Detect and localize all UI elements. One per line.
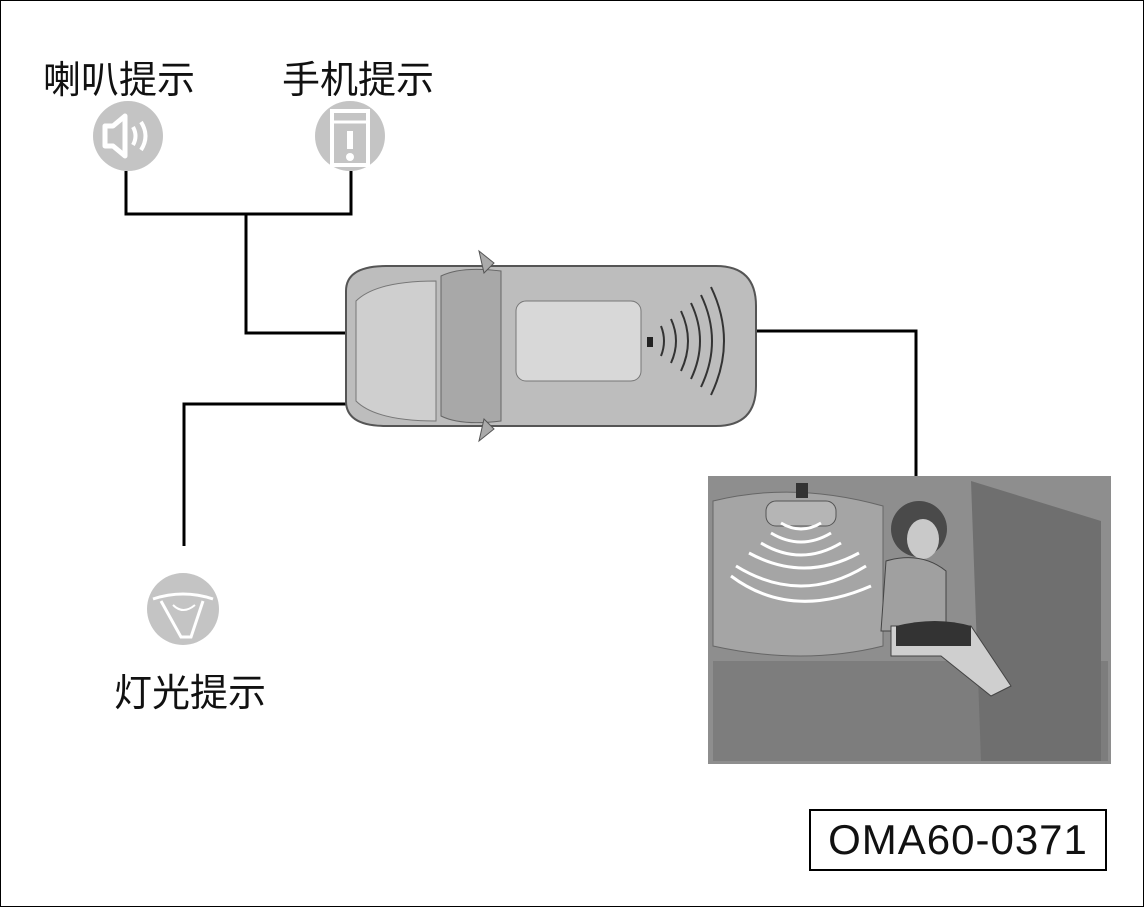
- speaker-icon: [93, 101, 163, 171]
- rear-seat-photo: [708, 476, 1111, 764]
- car-top-view: [345, 249, 757, 443]
- phone-alert-icon: [315, 101, 385, 171]
- connector-lines: [124, 171, 918, 546]
- phone-alert-label: 手机提示: [282, 58, 435, 102]
- figure-code: OMA60-0371: [809, 809, 1107, 871]
- light-alert-label: 灯光提示: [114, 671, 267, 715]
- horn-alert-label: 喇叭提示: [43, 58, 196, 102]
- headlight-icon: [147, 573, 219, 645]
